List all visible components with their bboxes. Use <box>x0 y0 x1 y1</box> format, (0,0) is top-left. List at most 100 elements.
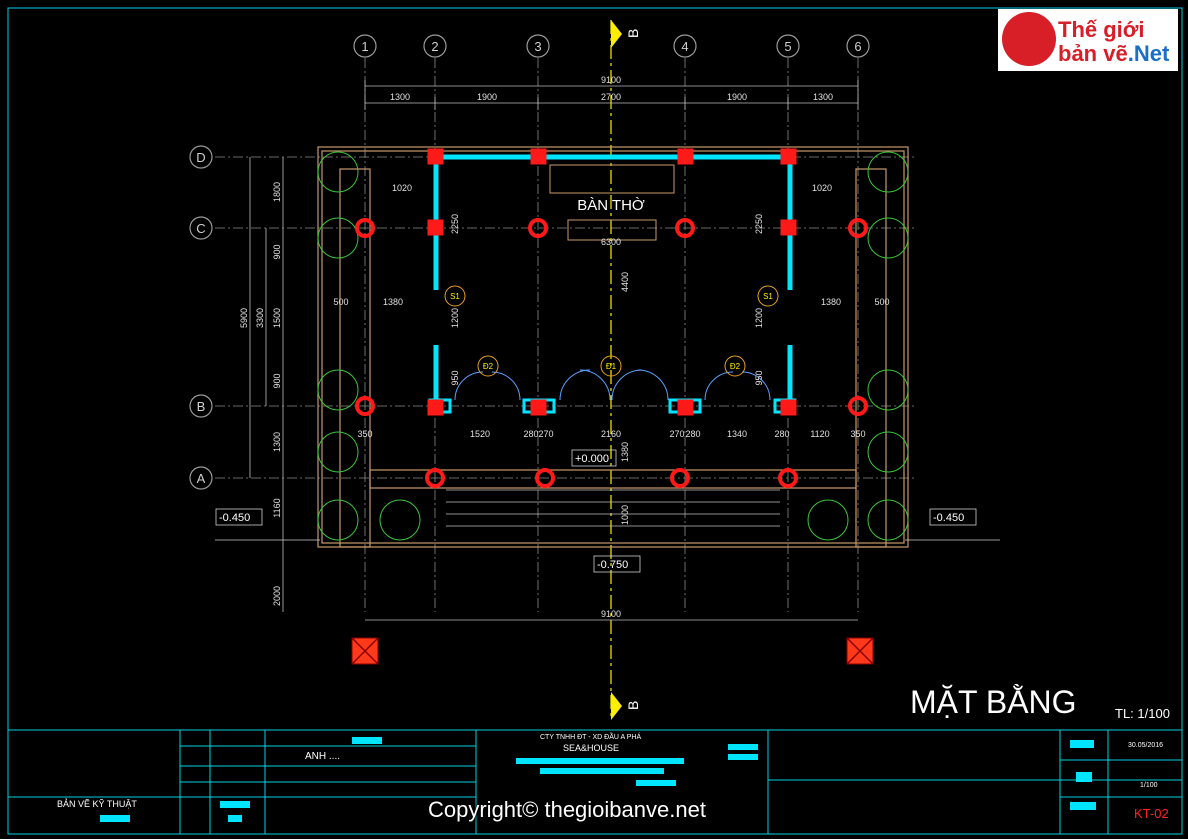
tb-brand: SEA&HOUSE <box>563 743 620 753</box>
level-center: +0.000 <box>575 453 609 465</box>
round-columns <box>355 218 868 488</box>
dim-total-bottom: 9100 <box>601 609 621 619</box>
dim-left-3300: 3300 <box>255 308 265 328</box>
dim-row-2160: 2160 <box>601 429 621 439</box>
section-marker-top: B <box>611 20 641 48</box>
dim-left-1500: 1500 <box>272 308 282 328</box>
tb-scale: 1/100 <box>1140 782 1158 789</box>
dim-left-900a: 900 <box>272 244 282 259</box>
logo-line2-text: bản vẽ <box>1058 41 1128 66</box>
dim-row-270-b: 270 <box>669 429 684 439</box>
grid-label-2: 2 <box>431 39 438 54</box>
altar <box>549 164 675 241</box>
drawing-title: MẶT BẰNG <box>910 684 1077 720</box>
level-bottom: -0.750 <box>597 559 628 571</box>
dim-left-2000: 2000 <box>272 586 282 606</box>
section-label-top: B <box>625 29 641 38</box>
top-dimensions <box>364 80 859 110</box>
tb-sheet-number: KT-02 <box>1134 806 1169 821</box>
grid-label-c: C <box>196 221 205 236</box>
dim-top-4: 1900 <box>727 92 747 102</box>
tb-company: CTY TNHH ĐT - XD ĐẦU A PHÁ <box>540 734 642 741</box>
grid-label-1: 1 <box>361 39 368 54</box>
dim-row-1340: 1340 <box>727 429 747 439</box>
room-label: BÀN THỜ <box>577 197 645 214</box>
tag-d2-left: Đ2 <box>483 362 494 371</box>
dim-1000: 1000 <box>620 505 630 525</box>
dim-top-2: 1900 <box>477 92 497 102</box>
title-block-bars <box>100 737 1096 822</box>
dim-950-right: 950 <box>754 370 764 385</box>
outer-walls <box>317 146 909 548</box>
dim-left-1300: 1300 <box>272 432 282 452</box>
tag-s1-right: S1 <box>763 292 773 301</box>
logo-line1: Thế giới <box>1058 17 1145 42</box>
dim-1200-left: 1200 <box>450 308 460 328</box>
inner-walls <box>433 154 793 410</box>
title-block <box>7 729 1183 835</box>
dim-950-left: 950 <box>450 370 460 385</box>
dim-left-900b: 900 <box>272 373 282 388</box>
grid-label-a: A <box>197 471 206 486</box>
tag-d1: Đ1 <box>606 362 617 371</box>
dim-4400: 4400 <box>620 272 630 292</box>
section-marker-bottom: B <box>611 692 641 720</box>
dim-top-3: 2700 <box>601 92 621 102</box>
house-icon <box>1002 12 1056 66</box>
level-left: -0.450 <box>219 512 250 524</box>
logo-net: .Net <box>1127 41 1170 66</box>
dim-1200-right: 1200 <box>754 308 764 328</box>
doors <box>454 369 771 401</box>
logo-line2: bản vẽ.Net <box>1058 41 1169 67</box>
tags <box>444 285 779 377</box>
section-label-bottom: B <box>625 701 641 710</box>
dim-6300: 6300 <box>601 237 621 247</box>
grid-label-4: 4 <box>681 39 688 54</box>
dim-top-1: 1300 <box>390 92 410 102</box>
tag-d2-right: Đ2 <box>730 362 741 371</box>
dim-row-1120: 1120 <box>810 429 829 439</box>
dim-row-1520: 1520 <box>470 429 490 439</box>
drawing-scale: TL: 1/100 <box>1115 706 1170 721</box>
dim-left-1160: 1160 <box>272 498 282 517</box>
level-right: -0.450 <box>933 512 964 524</box>
dim-total-top: 9100 <box>601 75 621 85</box>
foundation-markers <box>351 637 874 665</box>
grid-label-d: D <box>196 150 205 165</box>
site-logo: Thế giới bản vẽ.Net <box>998 9 1178 71</box>
inner-wall-gaps <box>432 290 794 345</box>
dim-1020-right: 1020 <box>812 183 832 193</box>
grid-label-b: B <box>197 399 206 414</box>
dim-top-5: 1300 <box>813 92 833 102</box>
front-stairs <box>446 489 780 527</box>
tag-s1-left: S1 <box>450 292 460 301</box>
dim-1380-left: 1380 <box>383 297 403 307</box>
dim-row-280-a: 280 <box>523 429 538 439</box>
grid-label-6: 6 <box>854 39 861 54</box>
tb-name-label: ANH .... <box>305 751 341 762</box>
grid-bubbles-top <box>189 34 870 490</box>
trees <box>317 151 909 541</box>
tb-drawing-type: BẢN VẼ KỸ THUẬT <box>57 799 137 809</box>
dim-2250-left: 2250 <box>450 214 460 234</box>
tb-date: 30.05/2016 <box>1128 742 1164 749</box>
level-markers <box>215 449 1000 573</box>
left-dimensions <box>249 157 284 612</box>
dim-1380-center: 1380 <box>620 442 630 462</box>
columns <box>427 148 797 416</box>
dim-2250-right: 2250 <box>754 214 764 234</box>
dim-row-280-c: 280 <box>774 429 789 439</box>
grid-label-3: 3 <box>534 39 541 54</box>
dim-500-left: 500 <box>333 297 348 307</box>
dim-row-280-b: 280 <box>685 429 700 439</box>
copyright-watermark: Copyright© thegioibanve.net <box>428 797 706 822</box>
dim-500-right: 500 <box>874 297 889 307</box>
grid-label-5: 5 <box>784 39 791 54</box>
dim-1380-right: 1380 <box>821 297 841 307</box>
dim-row-350-right: 350 <box>850 429 865 439</box>
dim-row-270-a: 270 <box>538 429 553 439</box>
dim-left-5900: 5900 <box>239 308 249 328</box>
dim-1020-left: 1020 <box>392 183 412 193</box>
dim-left-1800: 1800 <box>272 182 282 202</box>
